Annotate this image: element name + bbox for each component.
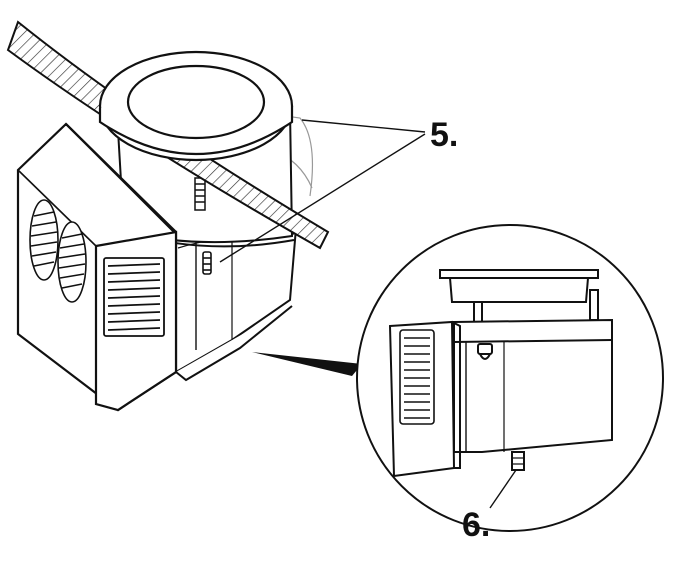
detail-bottom-stud <box>511 451 525 471</box>
drum-screw <box>202 251 212 275</box>
detail-screw <box>477 343 493 355</box>
detail-grille <box>399 329 435 425</box>
detail-post-left <box>473 301 483 323</box>
leader-lines-5 <box>219 119 426 263</box>
detail-post-right <box>589 289 599 321</box>
callout-6: 6. <box>462 506 491 544</box>
leader-line-6 <box>489 469 517 509</box>
detail-lid <box>439 269 599 279</box>
threaded-stud <box>194 177 206 211</box>
callout-5: 5. <box>430 116 459 154</box>
detail-circle <box>356 224 664 532</box>
side-vent <box>29 199 87 303</box>
detail-pointer <box>252 352 362 376</box>
front-grille <box>103 257 165 337</box>
top-flange-ring <box>98 50 294 162</box>
